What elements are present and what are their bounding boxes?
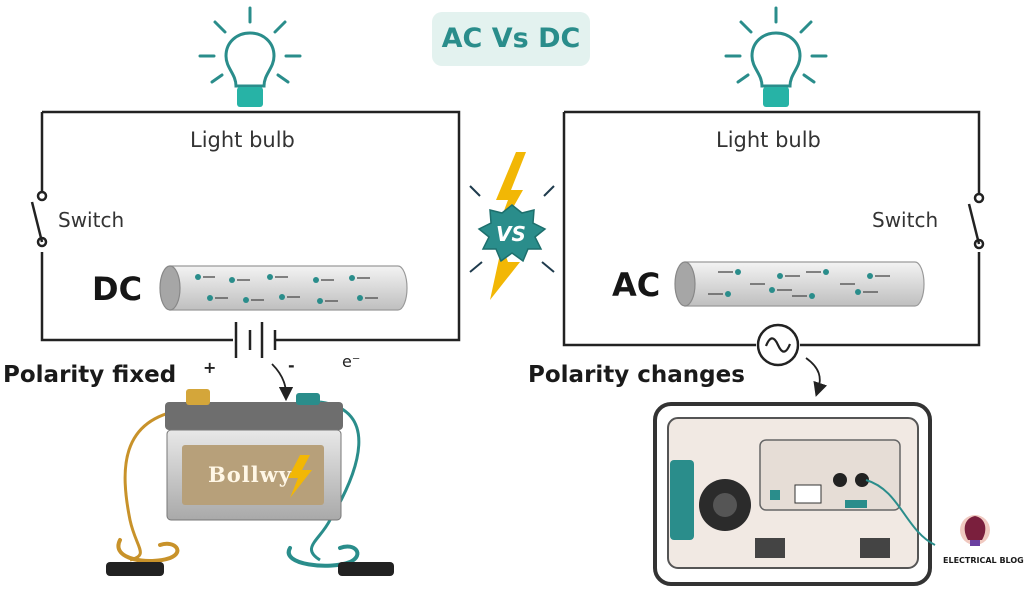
dc-bulb-label: Light bulb [190, 128, 295, 152]
generator-icon [653, 402, 936, 586]
vs-badge-text: VS [496, 222, 526, 246]
dc-type-label: DC [92, 270, 143, 308]
vs-badge [477, 204, 547, 263]
ac-switch-label: Switch [872, 208, 939, 232]
ac-arrow [805, 357, 828, 397]
page-title: AC Vs DC [441, 23, 581, 54]
electron-sign: e⁻ [342, 352, 361, 371]
dc-wire-tube [159, 265, 408, 311]
battery-icon [106, 389, 394, 576]
battery-label: Bollwy [208, 462, 292, 487]
logo-icon [960, 515, 990, 546]
polarity-arrow [271, 363, 294, 402]
switch-icon [967, 192, 985, 250]
brand-name: ELECTRICAL BLOG [943, 556, 1024, 565]
light-bulb-icon [724, 6, 828, 107]
switch-icon [30, 190, 48, 248]
ac-electrons [708, 269, 890, 299]
ac-polarity-text: Polarity changes [528, 362, 745, 388]
plus-sign: + [203, 358, 217, 377]
dc-switch-label: Switch [58, 208, 125, 232]
dc-polarity-text: Polarity fixed [3, 362, 177, 388]
minus-sign: - [288, 356, 295, 375]
dc-circuit-frame [40, 110, 461, 342]
ac-wire-tube [674, 261, 925, 307]
title-badge [432, 12, 590, 66]
battery-symbol-icon [234, 322, 277, 358]
ac-source-icon [756, 323, 800, 367]
ac-circuit-frame [562, 110, 981, 347]
ac-type-label: AC [612, 266, 661, 304]
dc-electrons [195, 274, 378, 304]
ac-bulb-label: Light bulb [716, 128, 821, 152]
light-bulb-icon [198, 6, 302, 107]
